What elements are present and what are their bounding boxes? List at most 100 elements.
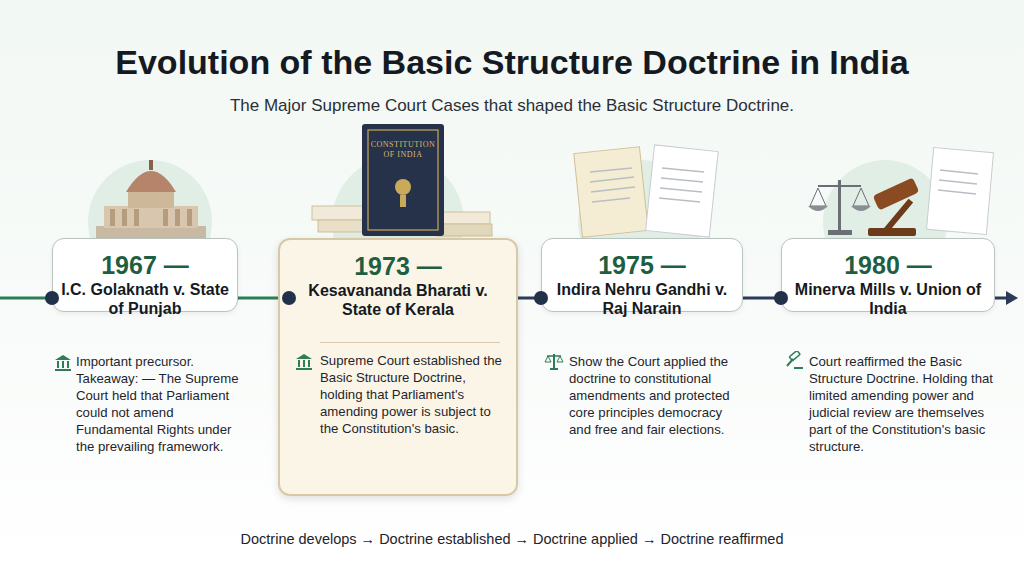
- parliament-building: [104, 206, 198, 228]
- scales-and-gavel: [810, 188, 826, 206]
- scales-and-gavel: [838, 180, 841, 232]
- case-name: Indira Nehru Gandhi v. Raj Narain: [542, 280, 742, 318]
- documents: [646, 145, 719, 237]
- description-icon: [550, 368, 558, 370]
- connector-line: [743, 297, 781, 300]
- parliament-building: [128, 190, 174, 208]
- timeline-arrowhead: [1006, 291, 1018, 305]
- flow-summary: Doctrine develops → Doctrine established…: [0, 531, 1024, 547]
- scales-and-gavel: [851, 206, 871, 211]
- books: [362, 124, 444, 236]
- scales-and-gavel: [853, 188, 869, 206]
- year-heading: 1973 —: [280, 251, 516, 281]
- description-icon: [544, 351, 564, 375]
- description-icon: [545, 356, 551, 362]
- documents: [662, 168, 704, 172]
- description-icon: [303, 360, 305, 367]
- documents: [590, 177, 634, 182]
- timeline-lead: [0, 297, 52, 300]
- scales-and-gavel: [938, 190, 976, 194]
- timeline-dot: [282, 291, 296, 305]
- documents: [591, 187, 635, 192]
- timeline-connector: [238, 298, 278, 299]
- parliament-building: [126, 171, 176, 192]
- case-name: Kesavananda Bharati v. State of Kerala: [280, 281, 516, 319]
- scales-and-gavel: [940, 170, 978, 174]
- scales-and-gavel: [828, 230, 852, 235]
- books: [395, 179, 411, 195]
- scales-and-gavel: [938, 170, 978, 194]
- scales-and-gavel: [868, 228, 916, 236]
- description-icon: [57, 361, 59, 368]
- description-icon: [62, 361, 64, 368]
- description-icon: [784, 351, 804, 375]
- documents: [659, 198, 700, 202]
- year-heading: 1967 —: [53, 250, 237, 280]
- documents: [661, 178, 703, 182]
- case-card: 1975 —Indira Nehru Gandhi v. Raj NarainS…: [541, 238, 743, 312]
- scales-and-gavel: [808, 206, 828, 211]
- parliament-building: [163, 209, 168, 226]
- parliament-building: [110, 209, 115, 226]
- case-description: Court reaffirmed the Basic Structure Doc…: [809, 353, 1003, 455]
- book-cover-text: CONSTITUTION OF INDIA: [368, 140, 438, 160]
- parliament-building: [149, 160, 153, 170]
- parliament-building: [175, 209, 180, 226]
- year-heading: 1975 —: [542, 250, 742, 280]
- parliament-building: [122, 209, 127, 226]
- scales-and-gavel: [927, 148, 994, 235]
- connector-line: [238, 297, 278, 300]
- highlighted-case-card: 1973 —Kesavananda Bharati v. State of Ke…: [278, 238, 518, 496]
- scales-and-gavel: [818, 185, 861, 187]
- documents: [590, 168, 632, 172]
- documents: [574, 147, 648, 237]
- scales-and-gavel: [939, 180, 977, 184]
- description-icon: [296, 368, 312, 370]
- case-name: I.C. Golaknath v. State of Punjab: [53, 280, 237, 318]
- documents: [592, 198, 630, 202]
- case-description: Important precursor. Takeaway: — The Sup…: [76, 353, 248, 455]
- timeline-dot: [534, 291, 548, 305]
- description-icon: [794, 367, 803, 369]
- year-heading: 1980 —: [782, 250, 994, 280]
- description-icon: [55, 355, 71, 360]
- parliament-building: [187, 209, 192, 226]
- subtitle: The Major Supreme Court Cases that shape…: [0, 96, 1024, 116]
- diagram-title: Evolution of the Basic Structure Doctrin…: [0, 42, 1024, 82]
- description-icon: [789, 351, 800, 361]
- books: [400, 195, 406, 207]
- case-card: 1980 —Minerva Mills v. Union of IndiaCou…: [781, 238, 995, 312]
- timeline-dot: [45, 291, 59, 305]
- parliament-building: [134, 209, 139, 226]
- description-icon: [53, 353, 73, 377]
- description-icon: [308, 360, 310, 367]
- case-description: Supreme Court established the Basic Stru…: [320, 352, 502, 437]
- description-icon: [298, 360, 300, 367]
- documents: [590, 168, 704, 202]
- books: [436, 224, 492, 236]
- case-card: 1967 —I.C. Golaknath v. State of PunjabI…: [52, 238, 238, 312]
- books: [368, 130, 438, 230]
- separator-line: [320, 342, 500, 343]
- description-icon: [557, 356, 563, 362]
- scales-and-gavel: [873, 177, 920, 210]
- timeline-dot: [774, 291, 788, 305]
- timeline-connector: [518, 298, 541, 299]
- description-icon: [296, 354, 312, 359]
- books: [312, 124, 492, 236]
- documents: [574, 145, 718, 237]
- description-icon: [787, 359, 793, 366]
- case-description: Show the Court applied the doctrine to c…: [569, 353, 747, 438]
- scales-and-gavel: [808, 148, 993, 236]
- documents: [660, 188, 702, 192]
- parliament-building: [96, 160, 206, 240]
- timeline-connector: [743, 298, 781, 299]
- description-icon: [67, 361, 69, 368]
- description-icon: [55, 369, 71, 371]
- description-icon: [547, 355, 561, 357]
- case-name: Minerva Mills v. Union of India: [782, 280, 994, 318]
- connector-line: [518, 297, 541, 300]
- description-icon: [294, 352, 314, 376]
